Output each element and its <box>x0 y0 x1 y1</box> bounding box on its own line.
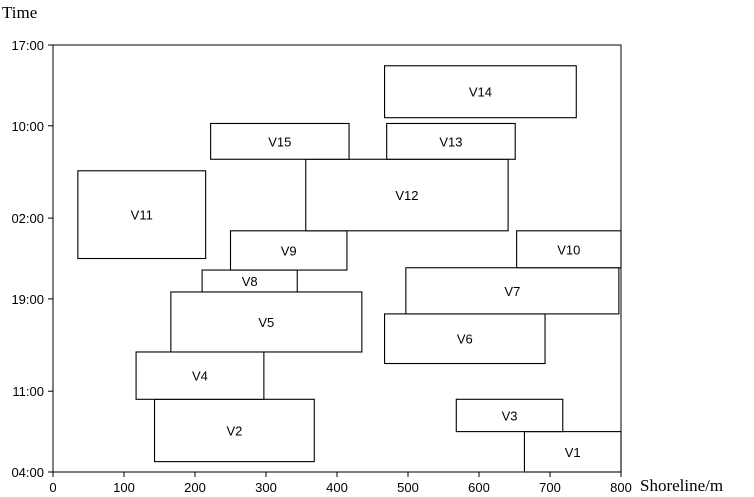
vessel-label: V13 <box>439 134 462 149</box>
vessel-rect <box>210 122 350 160</box>
vessel-label: V12 <box>395 188 418 203</box>
x-tick-label: 600 <box>468 480 490 495</box>
vessel-rect <box>135 351 265 400</box>
y-tick-label: 02:00 <box>11 211 44 226</box>
vessel-block: V12 <box>305 158 509 232</box>
y-tick-label: 10:00 <box>11 119 44 134</box>
vessel-label: V5 <box>258 315 274 330</box>
y-axis-title: Time <box>2 3 37 22</box>
vessel-label: V11 <box>131 208 153 223</box>
vessel-label: V1 <box>565 445 581 460</box>
vessel-rect <box>405 267 620 315</box>
vessel-block: V15 <box>210 122 350 160</box>
vessel-block: V1 <box>523 431 622 473</box>
x-tick-label: 300 <box>255 480 277 495</box>
vessel-label: V15 <box>268 134 291 149</box>
vessel-rect <box>386 122 516 160</box>
vessel-block: V5 <box>170 291 363 353</box>
vessel-label: V7 <box>504 284 520 299</box>
vessel-label: V2 <box>226 423 242 438</box>
vessel-rect <box>229 230 348 271</box>
vessel-rect <box>305 158 509 232</box>
vessel-block: V2 <box>153 398 315 463</box>
vessel-rect <box>77 170 207 260</box>
vessel-block: V11 <box>77 170 207 260</box>
vessel-block: V4 <box>135 351 265 400</box>
y-tick-label: 17:00 <box>11 38 44 53</box>
vessel-rect <box>170 291 363 353</box>
y-tick-label: 04:00 <box>11 465 44 480</box>
x-tick-label: 700 <box>539 480 561 495</box>
x-tick-label: 200 <box>184 480 206 495</box>
y-tick-label: 11:00 <box>12 384 44 399</box>
plot-frame <box>52 44 622 473</box>
vessel-rect <box>384 65 577 119</box>
vessel-label: V14 <box>469 85 492 100</box>
axis-ticks: 0 100 200 300 400 500 600 700 800 04:00 11:00 19:00… <box>11 38 631 495</box>
vessel-label: V9 <box>281 243 297 258</box>
x-tick-label: 100 <box>113 480 135 495</box>
vessel-block: V6 <box>384 313 546 365</box>
vessel-rect <box>523 431 622 473</box>
vessel-rect <box>455 398 564 433</box>
x-tick-label: 400 <box>326 480 348 495</box>
vessel-block: V13 <box>386 122 516 160</box>
vessel-rect <box>516 230 622 269</box>
vessel-block: V9 <box>229 230 348 271</box>
vessel-block: V7 <box>405 267 620 315</box>
vessel-block: V8 <box>201 269 298 293</box>
x-tick-label: 0 <box>49 480 56 495</box>
vessel-label: V4 <box>192 369 208 384</box>
vessel-label: V10 <box>557 242 580 257</box>
vessel-block: V3 <box>455 398 564 433</box>
vessel-block: V14 <box>384 65 577 119</box>
vessel-block: V10 <box>516 230 622 269</box>
x-tick-label: 500 <box>397 480 419 495</box>
x-axis-title: Shoreline/m <box>640 476 723 495</box>
y-tick-label: 19:00 <box>11 292 44 307</box>
vessel-label: V3 <box>502 408 518 423</box>
x-tick-label: 800 <box>610 480 632 495</box>
vessel-label: V6 <box>457 332 473 347</box>
vessel-label: V8 <box>242 274 258 289</box>
